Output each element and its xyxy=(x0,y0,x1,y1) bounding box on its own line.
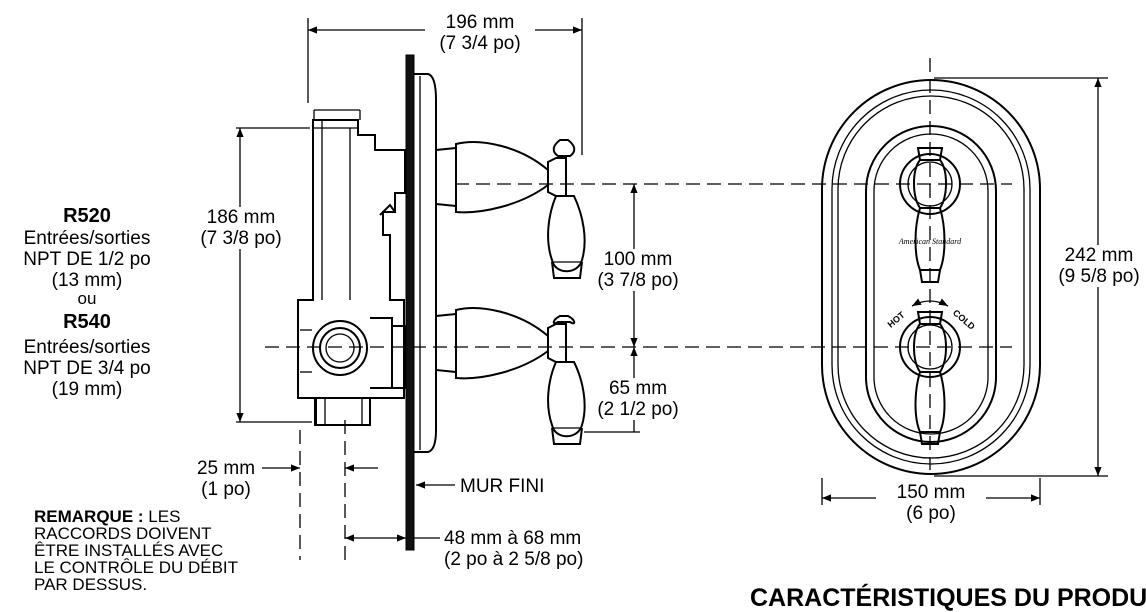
finished-wall-label: MUR FINI xyxy=(460,476,545,497)
side-view xyxy=(236,18,1012,560)
trim-plate-inner xyxy=(865,125,997,443)
depth-dimension-label: 196 mm (7 3/4 po) xyxy=(425,12,535,54)
hot-label: HOT xyxy=(886,309,907,329)
valve-body xyxy=(297,119,406,426)
lower-offset-label: 65 mm (2 1/2 po) xyxy=(588,378,688,420)
finished-wall xyxy=(405,54,415,551)
model-r520-code: R520 xyxy=(63,205,111,227)
section-heading: CARACTÉRISTIQUES DU PRODUIT : xyxy=(750,584,1146,612)
body-clip xyxy=(379,203,396,216)
inlet-offset-label: 25 mm (1 po) xyxy=(196,458,256,500)
wall-range-label: 48 mm à 68 mm (2 po à 2 5/8 po) xyxy=(442,528,584,570)
plate-height-label: 242 mm (9 5/8 po) xyxy=(1052,245,1146,287)
note-label: REMARQUE : xyxy=(34,507,144,526)
brand-logo: American Standard xyxy=(898,237,962,246)
model-r540-code: R540 xyxy=(63,311,111,333)
inlet-port xyxy=(312,320,368,376)
trim-plate-outer xyxy=(821,79,1041,475)
handle-spacing-label: 100 mm (3 7/8 po) xyxy=(588,249,688,291)
front-view: American Standard HOT COLD xyxy=(821,58,1108,505)
cartridge-housing xyxy=(370,317,393,389)
bottom-inlet xyxy=(315,397,371,426)
body-height-label: 186 mm (7 3/8 po) xyxy=(186,207,296,249)
installation-note: REMARQUE : LES RACCORDS DOIVENT ÊTRE INS… xyxy=(34,507,239,594)
lower-handle-side xyxy=(435,307,586,445)
escutcheon-side xyxy=(414,73,437,453)
cold-label: COLD xyxy=(951,308,977,332)
plate-width-label: 150 mm (6 po) xyxy=(876,482,986,524)
model-specs: R520 Entrées/sorties NPT DE 1/2 po (13 m… xyxy=(0,204,174,400)
upper-handle-side xyxy=(435,139,586,279)
model-separator: ou xyxy=(77,289,97,308)
